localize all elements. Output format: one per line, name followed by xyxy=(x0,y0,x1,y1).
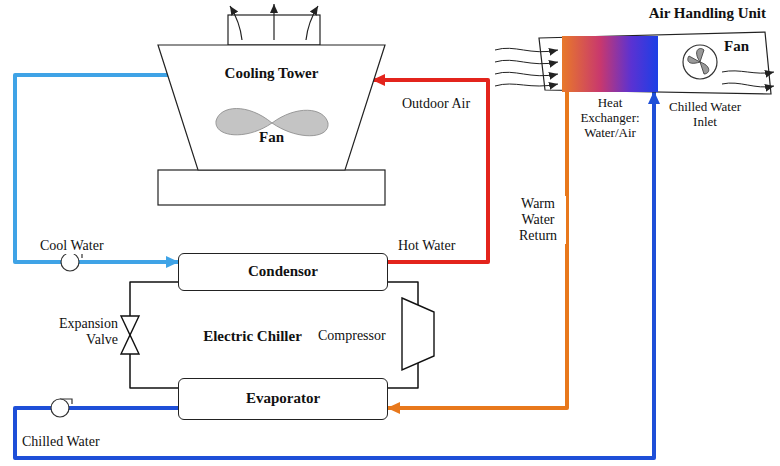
node-title: Evaporator xyxy=(246,390,320,407)
inlet-label: Chilled Water Inlet xyxy=(668,100,742,130)
fan-label: Fan xyxy=(724,38,749,55)
compressor-symbol xyxy=(402,298,434,370)
ahu-fan-symbol xyxy=(683,45,717,79)
flow-label: Hot Water xyxy=(396,238,457,254)
exhaust-arrows xyxy=(230,4,318,40)
expansion-valve-symbol xyxy=(121,316,139,354)
cooling-tower: Cooling TowerFan xyxy=(158,45,385,170)
tower-outline xyxy=(158,45,385,170)
hot-water-pipe xyxy=(373,80,488,262)
refrigerant-line xyxy=(130,282,178,388)
flow-label: Warm Water Return xyxy=(510,196,566,244)
node-title: Heat Exchanger: Water/Air xyxy=(574,96,646,141)
flow-label: Cool Water xyxy=(38,238,106,254)
heat-exchanger: Heat Exchanger: Water/Air xyxy=(562,36,658,92)
node-subtitle: Fan xyxy=(158,129,385,146)
chiller-label: Electric Chiller xyxy=(190,328,315,345)
valve-label: Expansion Valve xyxy=(44,316,118,348)
air-label: Outdoor Air xyxy=(402,96,470,112)
flow-label: Chilled Water xyxy=(20,434,102,450)
pump-symbols xyxy=(51,253,82,417)
cool-water-pipe xyxy=(15,75,178,262)
node-title: Air Handling Unit xyxy=(649,5,766,22)
warm-water-pipe xyxy=(388,92,567,408)
evaporator-box: Evaporator xyxy=(178,378,388,420)
tower-basin xyxy=(158,170,385,205)
condenser-box: Condensor xyxy=(178,253,388,291)
compressor-label: Compressor xyxy=(318,328,386,344)
node-title: Condensor xyxy=(248,263,318,280)
node-title: Cooling Tower xyxy=(158,65,385,82)
